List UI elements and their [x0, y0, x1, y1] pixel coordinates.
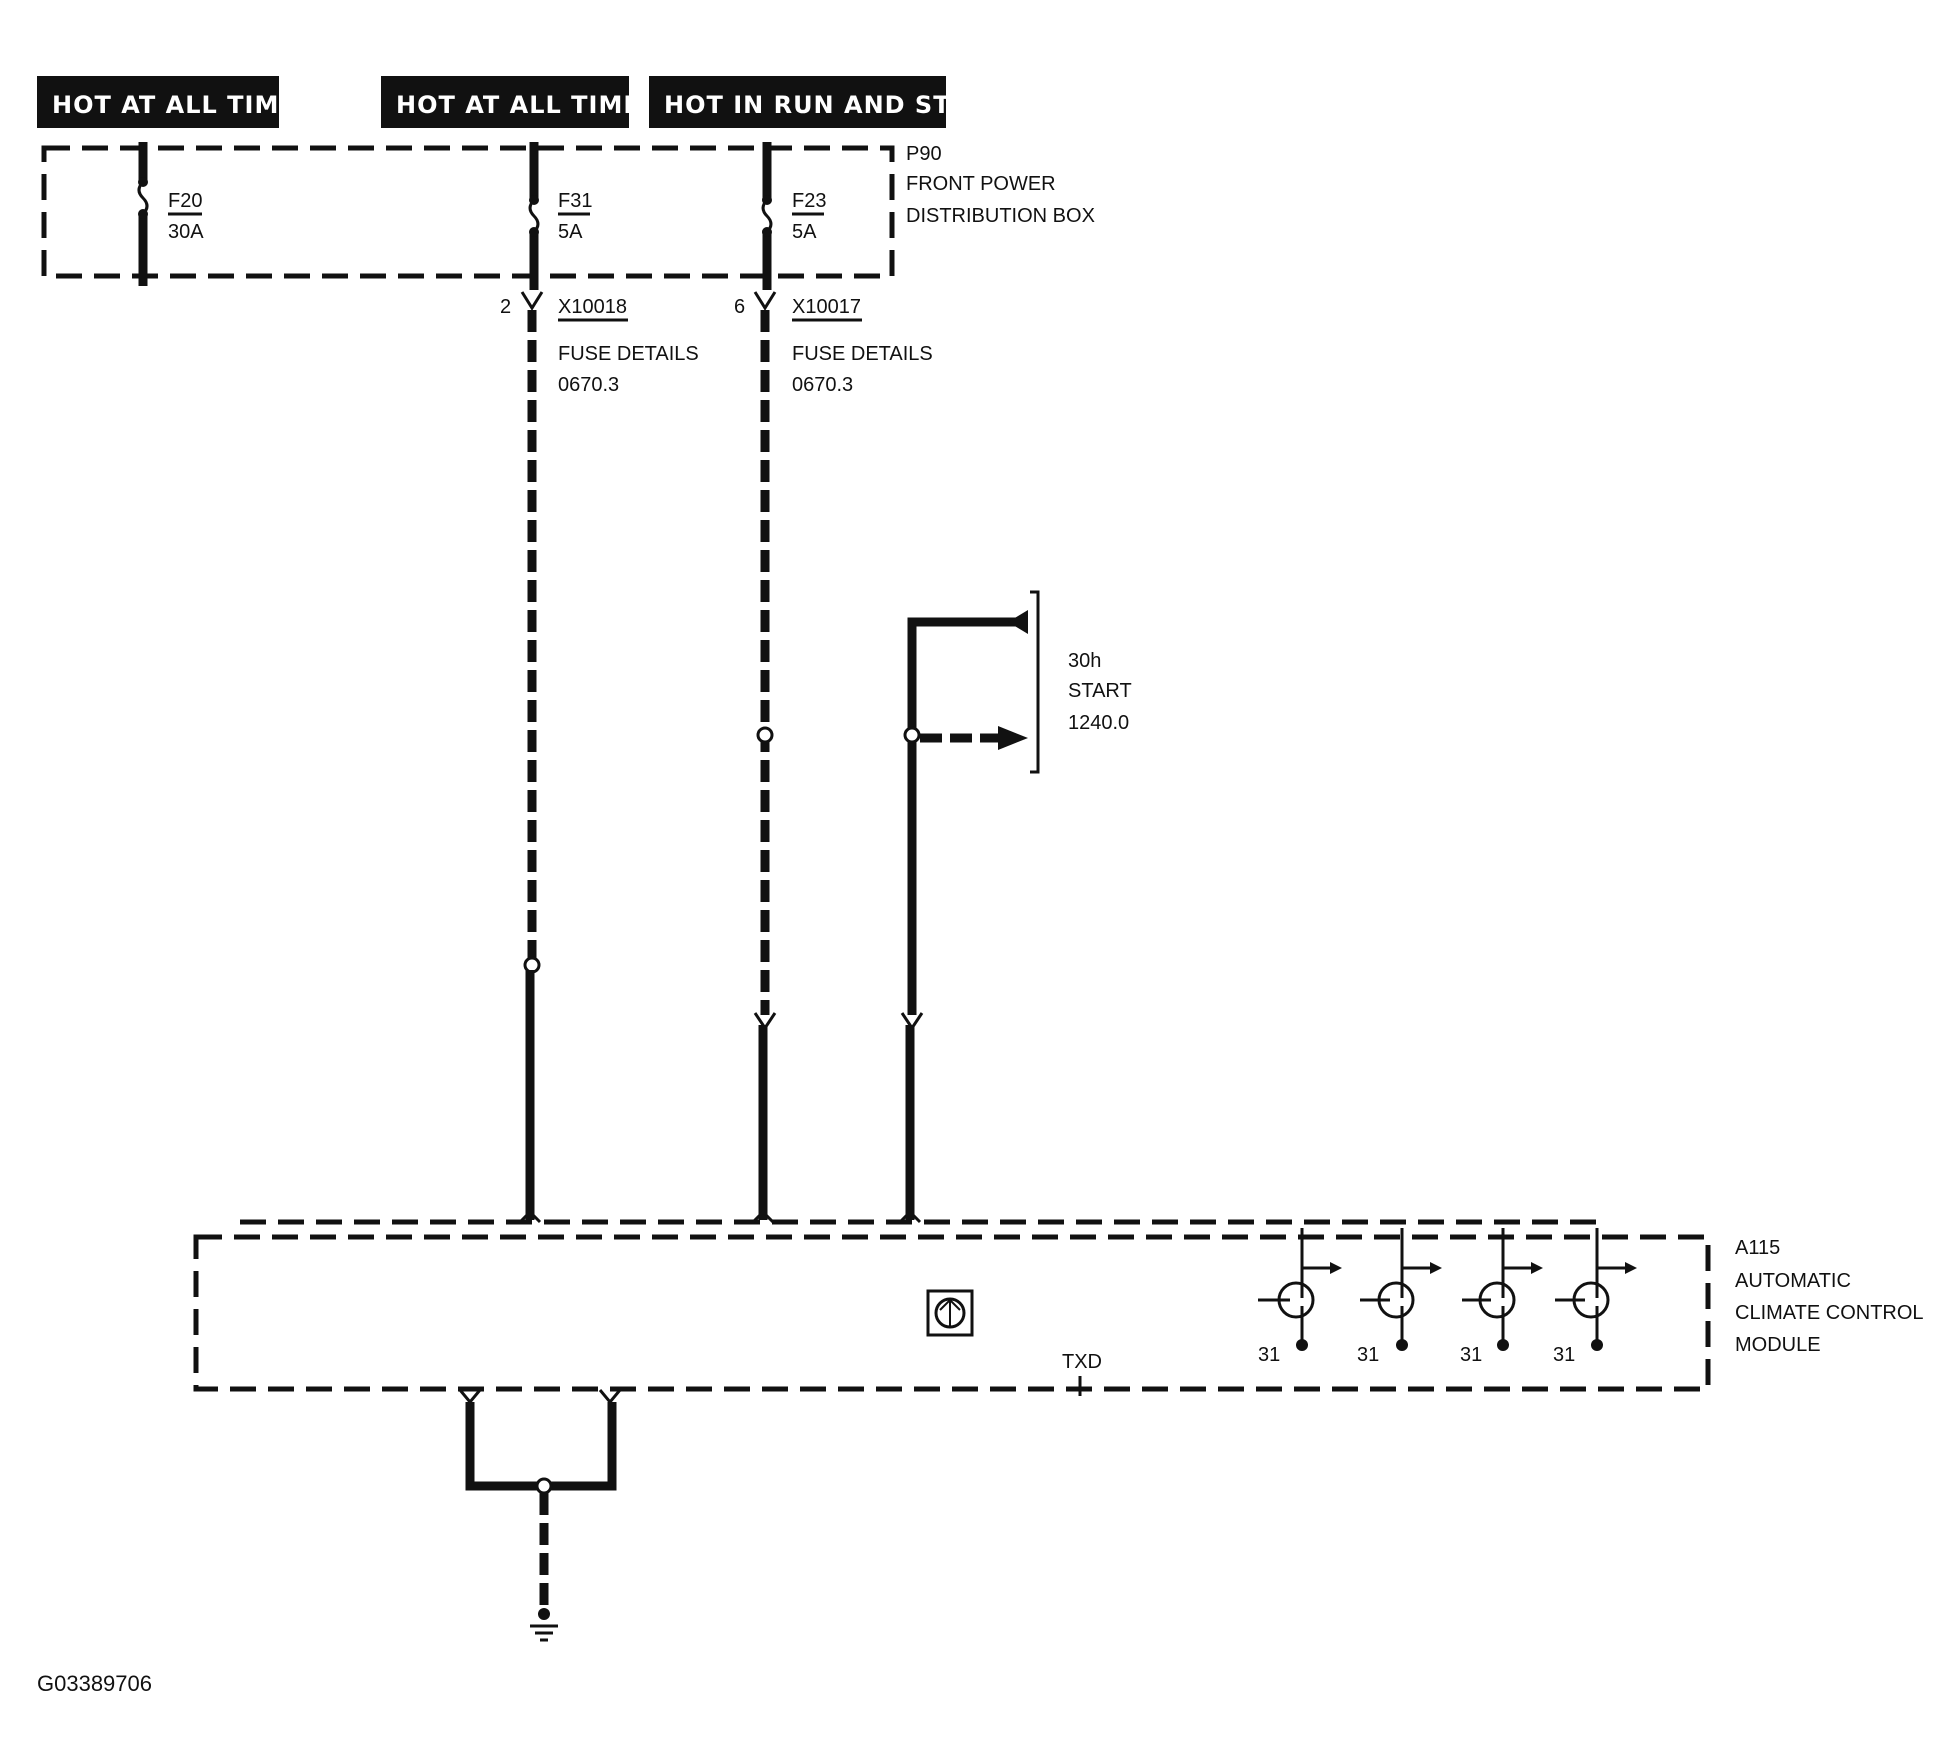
transistor-4-icon — [1555, 1228, 1637, 1351]
ground-icon — [530, 1608, 558, 1642]
connector-x10017-page: 0670.3 — [792, 374, 853, 396]
header-2-text: HOT AT ALL TIMES — [396, 91, 659, 119]
fuse-f31-id: F31 — [558, 190, 592, 212]
fuse-box-name-1: FRONT POWER — [906, 173, 1056, 195]
ground-circuit — [458, 1389, 622, 1610]
fuse-f23-id: F23 — [792, 190, 826, 212]
fuse-f20-rating: 30A — [168, 221, 204, 243]
connector-x10018-details: FUSE DETAILS — [558, 343, 699, 365]
reference-line3: 1240.0 — [1068, 712, 1129, 734]
fuse-f31-rating: 5A — [558, 221, 583, 243]
fuse-box-id: P90 — [906, 143, 942, 165]
reference-bracket — [1030, 590, 1040, 774]
module-symbol-icon — [926, 1289, 974, 1337]
module-line1: AUTOMATIC — [1735, 1270, 1851, 1292]
header-1: HOT AT ALL TIMES — [37, 76, 315, 128]
fuse-f23 — [761, 142, 773, 290]
header-2: HOT AT ALL TIMES — [381, 76, 659, 128]
connector-x10017-symbol — [753, 291, 777, 311]
module-line2: CLIMATE CONTROL — [1735, 1302, 1924, 1324]
fuse-f20-id: F20 — [168, 190, 202, 212]
module-line3: MODULE — [1735, 1334, 1821, 1356]
connector-x10017-id: X10017 — [792, 296, 861, 318]
header-3-text: HOT IN RUN AND START — [664, 91, 1004, 119]
connector-x10018-symbol — [520, 291, 544, 311]
header-1-text: HOT AT ALL TIMES — [52, 91, 315, 119]
connector-x10018-pin: 2 — [500, 296, 511, 318]
fuse-box-name-2: DISTRIBUTION BOX — [906, 205, 1095, 227]
power-distribution-box — [41, 145, 895, 279]
txd-label: TXD — [1062, 1351, 1102, 1373]
transistor-3-icon — [1462, 1228, 1543, 1351]
fuse-f31 — [528, 142, 540, 290]
reference-line2: START — [1068, 680, 1132, 702]
reference-line1: 30h — [1068, 650, 1101, 672]
module-id: A115 — [1735, 1237, 1780, 1259]
ground-label-2: 31 — [1357, 1344, 1379, 1366]
fuse-f20 — [137, 142, 149, 286]
wire-start-signal — [907, 617, 1020, 1015]
ground-label-1: 31 — [1258, 1344, 1280, 1366]
header-3: HOT IN RUN AND START — [649, 76, 1004, 128]
transistor-2-icon — [1360, 1228, 1442, 1351]
connector-x10018-id: X10018 — [558, 296, 627, 318]
fuse-f23-rating: 5A — [792, 221, 817, 243]
climate-control-module-box — [193, 1234, 1711, 1392]
connector-x10018-page: 0670.3 — [558, 374, 619, 396]
connector-x10017-details: FUSE DETAILS — [792, 343, 933, 365]
ground-label-4: 31 — [1553, 1344, 1575, 1366]
figure-id: G03389706 — [37, 1671, 152, 1696]
connector-x10017-pin: 6 — [734, 296, 745, 318]
transistor-1-icon — [1258, 1228, 1342, 1351]
ground-label-3: 31 — [1460, 1344, 1482, 1366]
